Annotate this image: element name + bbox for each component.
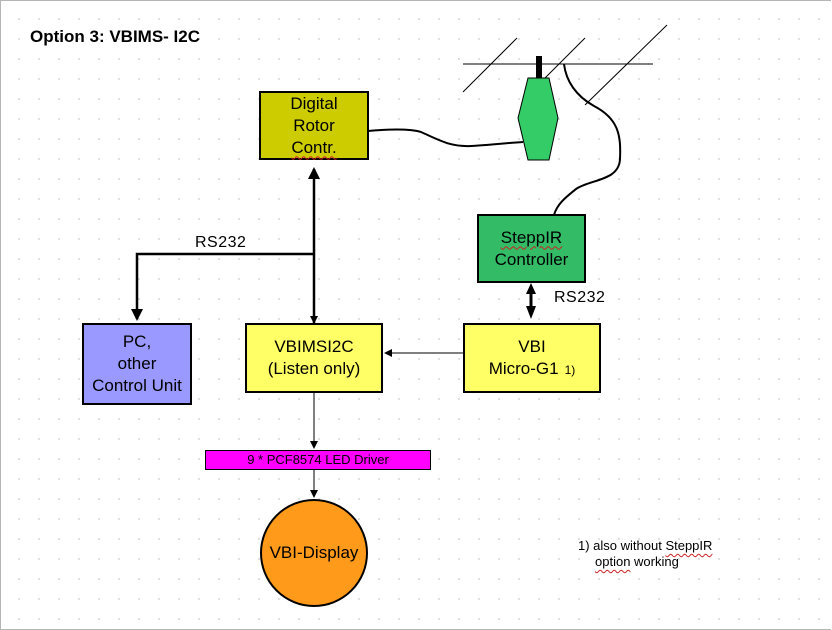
vbimsi2c-line-2: (Listen only) bbox=[267, 359, 361, 378]
digital-rotor-controller-box[interactable]: Digital Rotor Contr. bbox=[259, 91, 369, 160]
steppir-arrow-up bbox=[526, 283, 536, 294]
pc-line-2: other bbox=[117, 354, 157, 373]
rotor-line-3: Contr. bbox=[291, 137, 337, 157]
steppir-line-2: Controller bbox=[494, 249, 569, 269]
antenna-rotor-shape bbox=[517, 77, 559, 161]
display-label: VBI-Display bbox=[269, 543, 359, 562]
steppir-controller-box[interactable]: SteppIR Controller bbox=[477, 214, 586, 283]
rotor-cable bbox=[367, 128, 524, 148]
rotor-line-1: Digital bbox=[290, 93, 338, 113]
pc-line-3: Control Unit bbox=[92, 376, 182, 395]
footnote-text-2: working bbox=[630, 554, 679, 569]
vbimsi2c-box[interactable]: VBIMSI2C (Listen only) bbox=[245, 323, 383, 393]
pc-line-1: PC, bbox=[122, 332, 152, 351]
rs232-label-right: RS232 bbox=[554, 289, 606, 306]
vbi-micro-g1-box[interactable]: VBI Micro-G1 1) bbox=[463, 323, 601, 393]
antenna-element-3 bbox=[584, 24, 668, 106]
vbi-line-1: VBI bbox=[518, 336, 546, 356]
antenna-mast bbox=[536, 56, 542, 83]
footnote-steppir-word: SteppIR bbox=[665, 538, 713, 553]
footnote-line-1: 1) also without SteppIR bbox=[578, 538, 712, 553]
footnote-option-word: option bbox=[595, 554, 631, 569]
steppir-cable bbox=[553, 63, 622, 216]
vbimsi2c-line-1: VBIMSI2C bbox=[274, 337, 354, 356]
pc-control-unit-box[interactable]: PC, other Control Unit bbox=[82, 323, 192, 405]
vbi-arrow-down bbox=[526, 306, 536, 319]
vbi-footnote-ref: 1) bbox=[564, 362, 576, 377]
antenna-element-1 bbox=[462, 37, 518, 93]
vbi-display-circle[interactable]: VBI-Display bbox=[260, 499, 368, 607]
rs232-label-left: RS232 bbox=[195, 234, 247, 251]
page-title: Option 3: VBIMS- I2C bbox=[30, 27, 200, 46]
rotor-line-2: Rotor bbox=[293, 115, 335, 135]
footnote-text-1: 1) also without bbox=[578, 538, 666, 553]
vbi-line-2-wrap: Micro-G1 1) bbox=[489, 358, 576, 381]
pc-rs232-line bbox=[131, 252, 314, 321]
footnote: 1) also without SteppIR option working bbox=[578, 538, 712, 570]
steppir-line-1: SteppIR bbox=[500, 227, 563, 247]
led-driver-box[interactable]: 9 * PCF8574 LED Driver bbox=[205, 450, 431, 470]
footnote-line-2: option working bbox=[578, 554, 712, 570]
vbi-line-2: Micro-G1 bbox=[488, 358, 559, 378]
